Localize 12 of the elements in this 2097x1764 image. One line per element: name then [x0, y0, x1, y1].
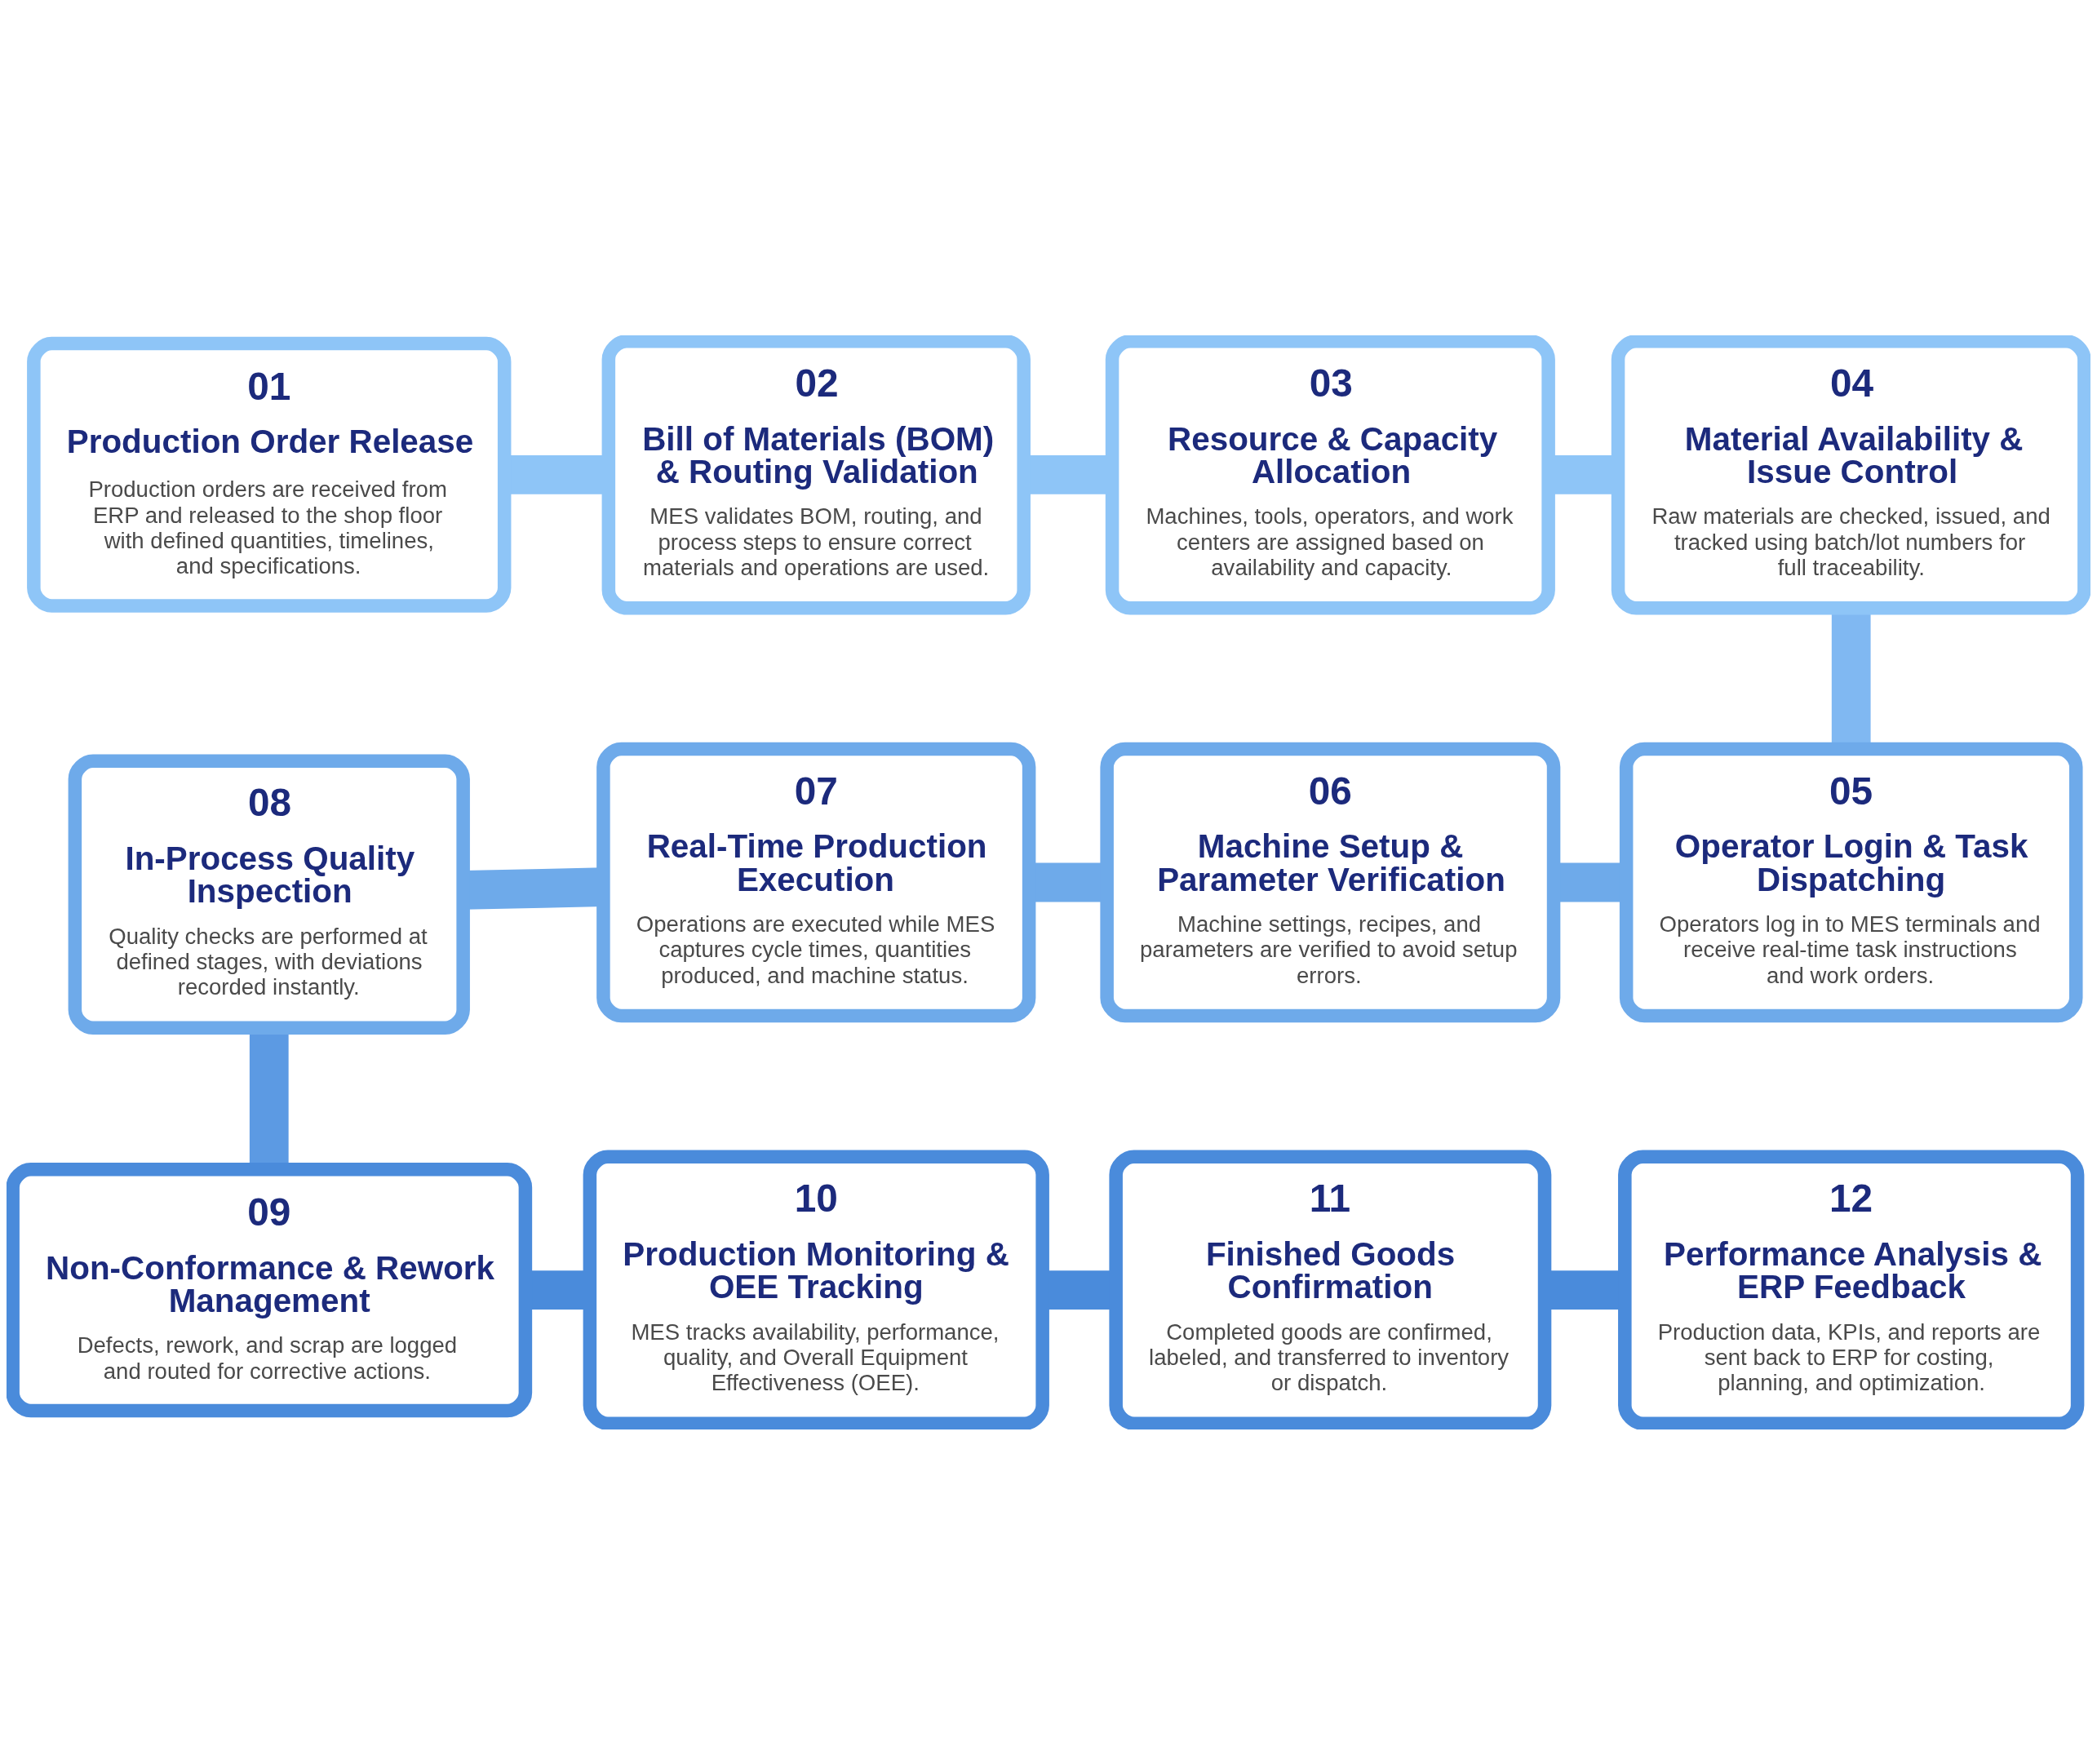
node-box: 01 Production Order Release Production orders are received from ERP and released to the shop floor with defined quantities, timelines, and specifications. — [27, 336, 512, 613]
node-box: 09 Non-Conformance & Rework Management Defects, rework, and scrap are logged and routed for corrective actions. — [7, 1162, 533, 1417]
node-box: 11 Finished Goods Confirmation Completed goods are confirmed, labeled, and transferred to inventory or dispatch. — [1109, 1149, 1552, 1429]
node-box: 07 Real-Time Production Execution Operations are executed while MES captures cycle times, quantities produced, and machine status. — [596, 742, 1036, 1022]
node-box: 12 Performance Analysis & ERP Feedback Production data, KPIs, and reports are sent back to ERP for costing, planning, and optimization. — [1618, 1149, 2085, 1429]
node-box: 04 Material Availability & Issue Control Raw materials are checked, issued, and tracked using batch/lot numbers for full traceability. — [1611, 335, 2090, 615]
node-box: 02 Bill of Materials (BOM) & Routing Validation MES validates BOM, routing, and process steps to ensure correct materials and operations are used. — [601, 335, 1031, 615]
node-box: 08 In-Process Quality Inspection Quality checks are performed at defined stages, with deviations recorded instantly. — [68, 753, 470, 1035]
node-box: 03 Resource & Capacity Allocation Machines, tools, operators, and work centers are assigned based on availability and capacity. — [1105, 335, 1555, 615]
node-box: 06 Machine Setup & Parameter Verification Machine settings, recipes, and parameters are verified to avoid setup errors. — [1100, 742, 1561, 1022]
node-box: 10 Production Monitoring & OEE Tracking MES tracks availability, performance, quality, and Overall Equipment Effectiveness (OEE). — [583, 1149, 1049, 1429]
node-box: 05 Operator Login & Task Dispatching Operators log in to MES terminals and receive real-time task instructions and work orders. — [1619, 742, 2083, 1022]
